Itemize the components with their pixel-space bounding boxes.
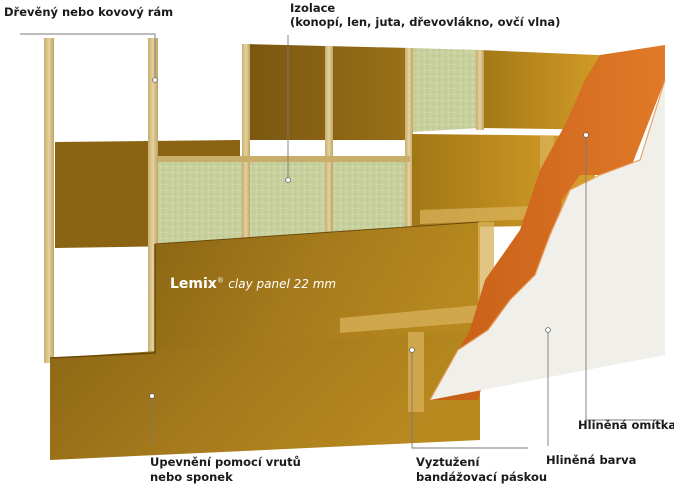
leader-frame <box>20 33 156 80</box>
leader-lines <box>20 33 664 449</box>
wooden-frame <box>44 38 484 363</box>
rail-top-insulation <box>158 156 410 162</box>
label-tape-line1: Vyztužení <box>416 455 480 469</box>
clay-plaster-layer <box>430 45 665 400</box>
product-name: clay panel 22 mm <box>228 277 337 291</box>
leader-dots <box>149 77 589 399</box>
label-clay-plaster: Hliněná omítka <box>578 418 674 432</box>
label-tape-line2: bandážovací páskou <box>416 470 548 484</box>
product-label: Lemix® clay panel 22 mm <box>170 276 336 292</box>
brand-name: Lemix <box>170 276 217 292</box>
label-insulation-title: Izolace <box>290 1 336 15</box>
label-clay-paint: Hliněná barva <box>546 453 637 467</box>
stud-4 <box>325 46 333 238</box>
stud-2 <box>148 38 158 353</box>
leader-tape <box>411 348 528 449</box>
front-clay-panels <box>49 221 481 460</box>
stud-5 <box>405 48 413 228</box>
label-fasteners-line1: Upevnění pomocí vrutů <box>150 455 301 469</box>
insulation-layer <box>158 48 480 244</box>
label-fasteners-line2: nebo sponek <box>150 470 233 484</box>
registered-mark: ® <box>216 276 224 285</box>
clay-paint-layer <box>429 79 666 401</box>
label-frame: Dřevěný nebo kovový rám <box>4 5 174 19</box>
label-insulation-detail: (konopí, len, juta, dřevovlákno, ovčí vl… <box>290 15 561 29</box>
stud-6 <box>476 50 484 130</box>
leader-plaster <box>585 135 664 421</box>
stud-left <box>44 38 54 363</box>
stud-3 <box>242 44 250 244</box>
